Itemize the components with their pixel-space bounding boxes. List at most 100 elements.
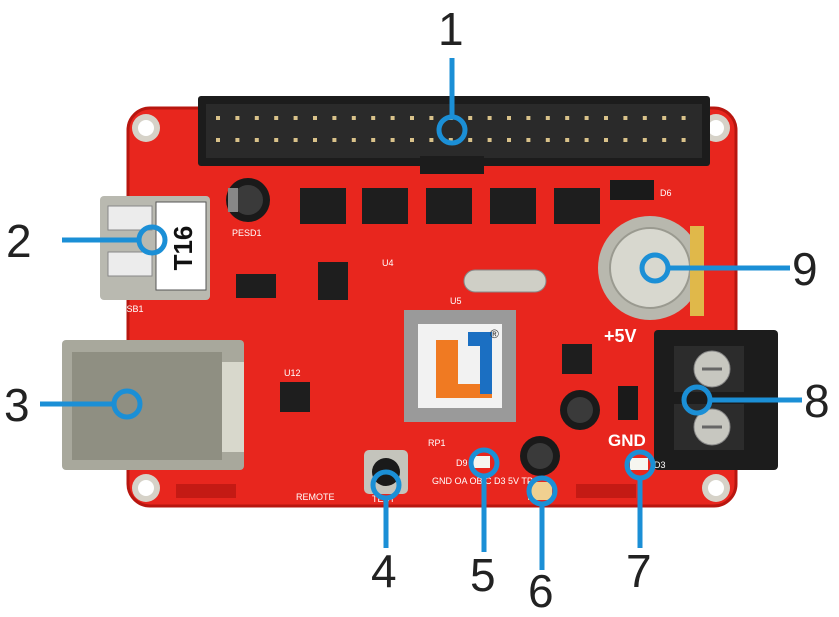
callout-number-6: 6: [528, 565, 554, 617]
header-pin: [313, 116, 317, 120]
header-pin: [351, 116, 356, 120]
callout-number-4: 4: [371, 545, 397, 597]
callout-number-7: 7: [626, 545, 652, 597]
header-pin: [604, 116, 608, 120]
callout-ring-3: [111, 388, 143, 420]
header-pin: [468, 138, 473, 142]
header-pin: [487, 116, 492, 120]
d9-silk: D9: [456, 458, 468, 468]
main-mcu-chip: ®: [404, 310, 516, 422]
callout-number-1: 1: [438, 3, 464, 55]
header-pin: [254, 116, 259, 120]
header-pin: [526, 138, 531, 142]
header-pin: [371, 116, 376, 120]
electrolytic-capacitor: [560, 390, 600, 430]
led-d3: [630, 458, 648, 470]
callout-number-9: 9: [792, 243, 818, 295]
pesd-silk: PESD1: [232, 228, 262, 238]
header-pin: [448, 138, 453, 142]
header-pin: [662, 138, 667, 142]
header-pin: [216, 138, 220, 142]
header-pin: [313, 138, 317, 142]
d6-silk: D6: [660, 188, 672, 198]
logo-mark: ®: [490, 327, 499, 341]
gnd-silk: GND: [608, 431, 646, 450]
header-pin: [429, 138, 434, 142]
header-pin: [274, 138, 279, 142]
callout-lines: [40, 58, 802, 570]
mounting-hole: [702, 474, 730, 502]
d3-silk: D3: [654, 460, 666, 470]
header-pin: [332, 138, 337, 142]
usb-silk: USB1: [120, 304, 144, 314]
plus5v-silk: +5V: [604, 326, 637, 346]
remote-silk: REMOTE: [296, 492, 335, 502]
diode: [618, 386, 638, 420]
header-pin: [623, 116, 628, 120]
ic-chip-row: [300, 188, 600, 224]
electrolytic-capacitor: [226, 178, 270, 222]
header-pin: [254, 138, 259, 142]
callout-ring-9: [639, 252, 671, 284]
header-pin: [565, 138, 570, 142]
usb-label: T16: [168, 226, 198, 271]
led-d9: [472, 456, 490, 468]
header-pin: [584, 116, 589, 120]
header-pin: [390, 116, 395, 120]
callout-number-8: 8: [804, 375, 830, 427]
header-pin: [468, 116, 473, 120]
callout-ring-1: [436, 114, 468, 146]
header-pin: [274, 116, 279, 120]
header-pin: [584, 138, 589, 142]
header-pin: [351, 138, 356, 142]
u5-silk: U5: [450, 296, 462, 306]
header-pin: [642, 138, 647, 142]
header-pin: [623, 138, 628, 142]
small-ic: [236, 262, 592, 412]
header-pin: [507, 116, 511, 120]
header-pin: [642, 116, 647, 120]
u12-silk: U12: [284, 368, 301, 378]
callout-ring-2: [136, 224, 168, 256]
header-pin: [332, 116, 337, 120]
callout-number-2: 2: [6, 215, 32, 267]
header-pin: [410, 138, 414, 142]
header-pin: [429, 116, 434, 120]
callout-ring-4: [370, 469, 402, 501]
coin-cell-battery: [598, 216, 704, 320]
hub-header-connector: [198, 96, 710, 174]
callout-ring-7: [624, 449, 656, 481]
header-pin: [545, 116, 550, 120]
header-pin: [565, 116, 570, 120]
header-pin: [507, 138, 511, 142]
header-pin: [293, 138, 298, 142]
callout-ring-6: [526, 475, 558, 507]
header-pin: [371, 138, 376, 142]
header-pin: [604, 138, 608, 142]
u4-silk: U4: [382, 258, 394, 268]
header-pin: [410, 116, 414, 120]
header-pin: [216, 116, 220, 120]
header-pin: [681, 138, 686, 142]
header-pin: [545, 138, 550, 142]
callout-number-5: 5: [470, 549, 496, 601]
jumper: [610, 180, 654, 200]
electrolytic-capacitor: [520, 436, 560, 476]
header-pin: [681, 116, 686, 120]
header-pin: [526, 116, 531, 120]
header-pin: [487, 138, 492, 142]
callout-number-3: 3: [4, 379, 30, 431]
header-pin: [390, 138, 395, 142]
crystal-oscillator: [463, 269, 547, 293]
header-pin: [235, 116, 240, 120]
header-pin: [235, 138, 240, 142]
mounting-hole: [132, 474, 160, 502]
rp1-silk: RP1: [428, 438, 446, 448]
header-pin: [293, 116, 298, 120]
mounting-hole: [132, 114, 160, 142]
callout-ring-8: [681, 384, 713, 416]
bottom-header-pads: [176, 482, 636, 500]
callout-ring-5: [468, 447, 500, 479]
header-pin: [662, 116, 667, 120]
